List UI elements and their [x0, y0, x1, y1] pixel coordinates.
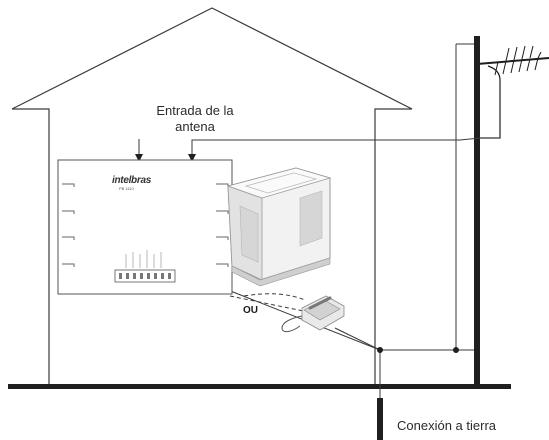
ground-junction-left — [377, 347, 383, 353]
antenna-icon — [476, 45, 549, 139]
antenna-cable — [191, 137, 500, 156]
alternative-label: OU — [243, 305, 258, 316]
wall-panel — [57, 159, 233, 295]
ground-rod — [377, 398, 383, 440]
alternative-connection — [229, 293, 319, 315]
house-outline — [11, 7, 413, 388]
antenna-label-line1: Entrada de la — [156, 103, 234, 118]
panel-terminal-block — [114, 269, 176, 283]
house-roof — [11, 7, 413, 388]
floor-line — [8, 384, 511, 389]
model-label: PB 1110 — [119, 186, 134, 191]
ground-connection-label: Conexión a tierra — [397, 418, 496, 433]
antenna-mast — [474, 36, 480, 388]
brand-logo: intelbras — [112, 175, 151, 186]
ground-junction-right — [453, 347, 459, 353]
device-icon — [226, 167, 332, 287]
antenna-label-line2: antena — [175, 119, 215, 134]
panel-left-connectors — [62, 183, 75, 267]
panel-feed-arrow — [135, 154, 143, 162]
telephone-icon — [281, 295, 345, 333]
antenna-input-label: Entrada de la antena — [140, 103, 250, 135]
house-left-wall — [12, 108, 50, 388]
antenna-cable-arrow — [188, 154, 196, 162]
